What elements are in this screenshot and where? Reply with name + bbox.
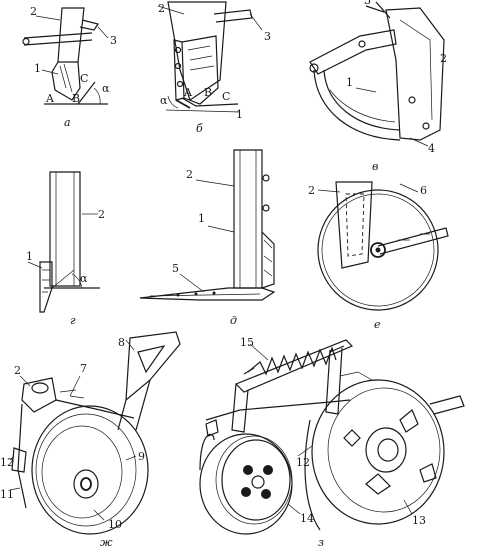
panel-zh-caption: ж xyxy=(100,536,113,549)
panel-v-label-4: 4 xyxy=(428,142,435,155)
panel-b-label-2: 2 xyxy=(158,2,165,15)
panel-d-label-1: 1 xyxy=(198,212,205,225)
panel-zh-label-7: 7 xyxy=(80,362,87,375)
panel-zh-label-8: 8 xyxy=(118,336,125,349)
panel-a-label-A: A xyxy=(45,92,55,105)
panel-a-hoe-coulter: 2 3 1 C A B α а xyxy=(22,5,117,129)
panel-b-label-C: C xyxy=(222,90,230,103)
panel-a-label-C: C xyxy=(80,72,88,85)
panel-zh-label-11: 11 xyxy=(0,488,14,501)
panel-g-caption: г xyxy=(70,314,76,327)
panel-b-label-3: 3 xyxy=(264,30,271,43)
panel-d-label-2: 2 xyxy=(186,168,193,181)
panel-a-label-B: B xyxy=(72,92,80,105)
panel-z-label-13: 13 xyxy=(412,514,426,527)
panel-a-caption: а xyxy=(64,116,71,129)
panel-a-label-1: 1 xyxy=(34,62,41,75)
panel-v-label-1: 1 xyxy=(346,76,353,89)
panel-b-label-1: 1 xyxy=(236,108,243,121)
panel-v-caption: в xyxy=(372,160,378,173)
panel-z-press-wheel-assembly: 15 12 14 13 з xyxy=(199,336,465,549)
panel-d-label-5: 5 xyxy=(172,262,179,275)
panel-b-label-alpha: α xyxy=(160,94,168,107)
panel-v-label-2: 2 xyxy=(440,52,447,65)
panel-a-label-3: 3 xyxy=(110,34,117,47)
panel-g-label-1: 1 xyxy=(26,250,33,263)
panel-zh-label-12: 12 xyxy=(0,456,14,469)
panel-v-label-3: 3 xyxy=(364,0,371,7)
panel-b-caption: б xyxy=(196,122,203,135)
panel-z-caption: з xyxy=(318,536,324,549)
panel-zh-double-disc-coulter: 2 7 8 9 12 11 10 ж xyxy=(0,331,181,549)
panel-b-label-A: A xyxy=(183,86,193,99)
panel-g-tube-coulter: 2 1 α г xyxy=(26,171,105,327)
panel-b-label-B: B xyxy=(204,86,212,99)
panel-a-label-2: 2 xyxy=(30,5,37,18)
panel-b-runner-coulter: 2 3 α A B C 1 б xyxy=(157,1,271,135)
panel-e-single-disc-coulter: 2 6 е xyxy=(308,181,449,331)
panel-zh-label-9: 9 xyxy=(138,450,145,463)
panel-e-label-2: 2 xyxy=(308,184,315,197)
panel-zh-label-2: 2 xyxy=(14,364,21,377)
panel-zh-label-10: 10 xyxy=(108,518,122,531)
panel-a-label-alpha: α xyxy=(102,82,110,95)
panel-z-label-14: 14 xyxy=(300,512,314,525)
panel-g-label-2: 2 xyxy=(98,208,105,221)
panel-e-caption: е xyxy=(374,318,381,331)
panel-e-label-6: 6 xyxy=(420,184,427,197)
panel-z-label-15: 15 xyxy=(240,336,254,349)
panel-v-curved-coulter: 3 1 2 4 в xyxy=(309,0,447,173)
panel-z-label-12: 12 xyxy=(296,456,310,469)
panel-d-sweep-coulter: 2 1 5 д xyxy=(139,149,276,327)
panel-d-caption: д xyxy=(230,314,237,327)
panel-g-label-alpha: α xyxy=(80,272,88,285)
